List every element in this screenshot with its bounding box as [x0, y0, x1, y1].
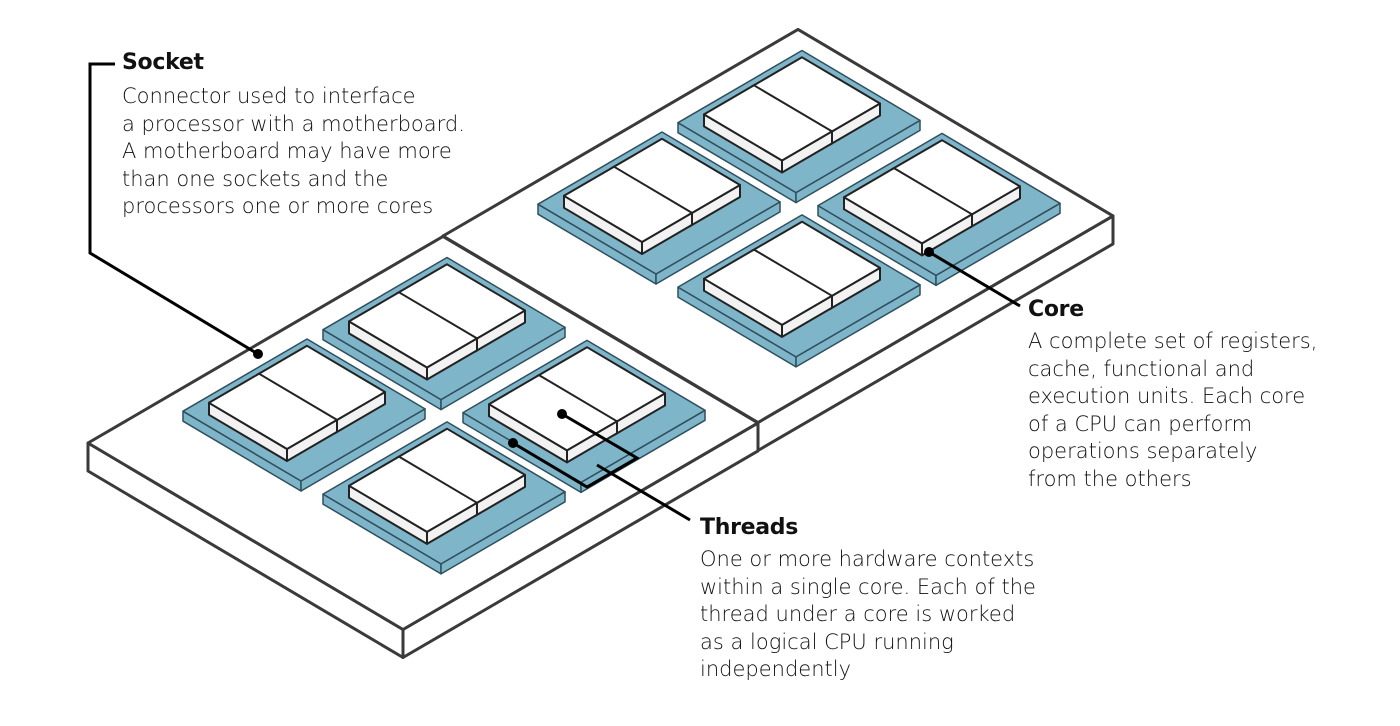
threads-leader-line — [512, 412, 691, 522]
socket-leader-line — [88, 62, 259, 356]
thread-front-3-2 — [208, 372, 338, 462]
socket-leader-dot — [253, 349, 263, 359]
core-title: Core — [1028, 297, 1084, 322]
thread-leader-dot-2 — [557, 409, 567, 419]
threads-title: Threads — [700, 515, 799, 540]
core-leader-dot — [924, 247, 934, 257]
leader-lines — [88, 62, 1021, 522]
core-description: A complete set of registers, cache, func… — [1028, 329, 1318, 491]
core-back-1 — [677, 49, 921, 204]
thread-back-1-2 — [703, 84, 833, 174]
socket-title: Socket — [122, 50, 204, 75]
thread-chip — [348, 455, 478, 545]
thread-chip — [703, 248, 833, 338]
core-back-4 — [677, 214, 921, 368]
thread-front-1-2 — [348, 291, 478, 381]
socket-board — [86, 234, 760, 659]
thread-leader-dot-1 — [508, 438, 518, 448]
core-front-2 — [462, 339, 706, 494]
core-front-3 — [182, 338, 426, 492]
sockets-layer — [86, 27, 1115, 659]
socket-front — [86, 234, 760, 659]
core-front-1 — [322, 256, 566, 411]
thread-back-4-2 — [703, 248, 833, 338]
socket-callout: Socket Connector used to interface a pro… — [122, 50, 465, 221]
core-front-4 — [322, 421, 566, 575]
core-leader-line — [928, 250, 1021, 308]
thread-front-2-2 — [488, 374, 618, 464]
thread-chip — [348, 291, 478, 381]
core-back-3 — [537, 131, 781, 285]
thread-chip — [208, 372, 338, 462]
socket-back — [441, 27, 1115, 452]
core-back-2 — [817, 132, 1061, 287]
thread-chip — [703, 84, 833, 174]
thread-back-3-2 — [563, 165, 693, 255]
thread-back-2-2 — [843, 167, 973, 257]
thread-chip — [843, 167, 973, 257]
thread-chip — [488, 374, 618, 464]
thread-front-4-2 — [348, 455, 478, 545]
core-callout: Core A complete set of registers, cache,… — [1028, 297, 1317, 493]
thread-chip — [563, 165, 693, 255]
socket-description: Connector used to interface a processor … — [122, 84, 465, 218]
threads-description: One or more hardware contexts within a s… — [700, 547, 1036, 681]
threads-callout: Threads One or more hardware contexts wi… — [700, 515, 1036, 684]
